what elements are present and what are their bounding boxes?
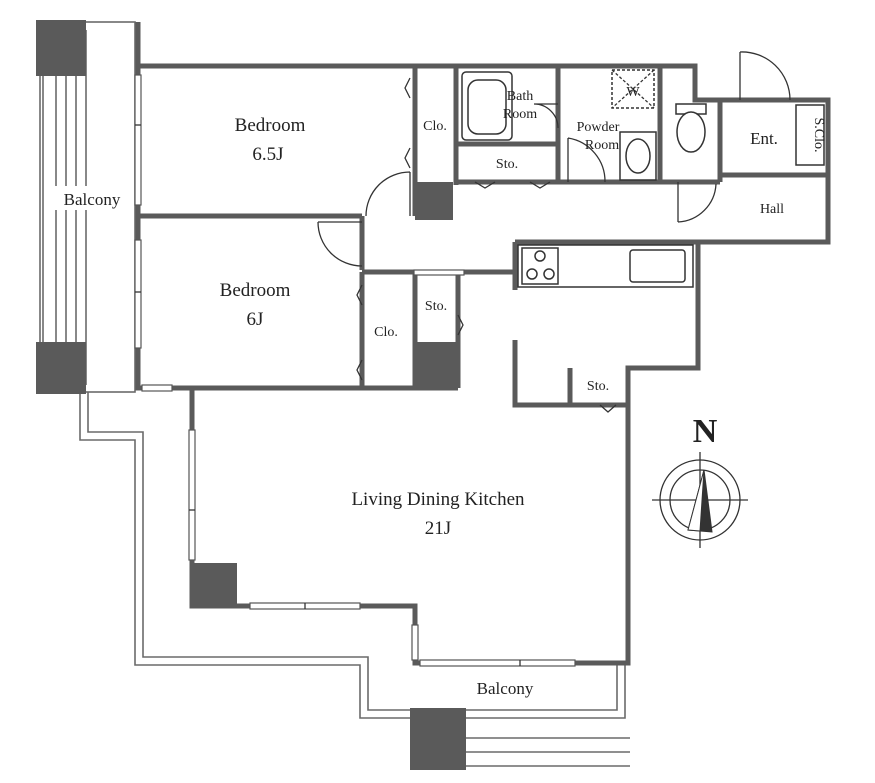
column-nw (36, 20, 86, 76)
compass-label: N (693, 413, 718, 450)
column-south (410, 708, 466, 770)
closet2-label: Clo. (374, 325, 398, 340)
window-ldk-west (188, 429, 196, 561)
bath-label-2: Room (503, 107, 537, 122)
west-balcony (39, 21, 626, 719)
doors (317, 51, 791, 413)
closet1-label: Clo. (423, 119, 447, 134)
bedroom2-size: 6J (247, 309, 264, 330)
bathtub-inner (467, 79, 507, 135)
ldk-name: Living Dining Kitchen (351, 489, 525, 510)
washbasin-bowl (625, 138, 651, 174)
column-ldk (192, 563, 237, 606)
washer-label: W (626, 85, 640, 100)
window-bedroom2 (134, 239, 142, 349)
ldk-size: 21J (425, 518, 451, 539)
shoe-closet-box (795, 104, 825, 166)
door-powder (567, 137, 606, 183)
hall-label: Hall (760, 202, 784, 217)
bedroom1-size: 6.5J (252, 144, 283, 165)
door-bedroom1 (365, 171, 411, 217)
door-sto3 (599, 404, 617, 413)
interior-walls (138, 66, 828, 408)
door-sto1 (474, 181, 551, 189)
west-balcony-label: Balcony (64, 190, 121, 209)
toilet-bowl (676, 111, 706, 153)
storage1-label: Sto. (496, 157, 518, 172)
sliding-panel (413, 269, 465, 276)
compass: N (652, 413, 748, 548)
door-closet1a (404, 77, 411, 169)
fixtures (461, 69, 825, 288)
door-bath (533, 103, 559, 129)
south-balcony-label: Balcony (477, 679, 534, 698)
entrance-label: Ent. (750, 129, 778, 148)
powder-label-2: Room (585, 138, 619, 153)
window-small (141, 384, 173, 392)
window-bedroom1 (134, 74, 142, 206)
shoe-closet-label: S.Clo. (811, 117, 826, 152)
door-sto2 (457, 314, 464, 336)
south-balcony-rails (466, 737, 630, 767)
windows (134, 74, 576, 667)
window-ldk-step (411, 624, 419, 661)
door-hall (677, 182, 717, 223)
labels: Bedroom 6.5J Bedroom 6J Living Dining Ki… (52, 85, 826, 698)
burner-3 (543, 268, 555, 280)
bedroom2-name: Bedroom (220, 280, 291, 301)
door-entrance (739, 51, 791, 101)
columns (36, 20, 466, 770)
storage3-label: Sto. (587, 379, 609, 394)
bedroom1-name: Bedroom (235, 115, 306, 136)
kitchen-sink (629, 249, 686, 283)
column-w (36, 342, 86, 394)
bath-label-1: Bath (507, 89, 533, 104)
powder-label-1: Powder (577, 120, 620, 135)
storage2-label: Sto. (425, 299, 447, 314)
door-bedroom2 (317, 221, 363, 267)
column-closet1 (415, 182, 453, 220)
door-closet2a (356, 284, 363, 381)
burner-1 (534, 250, 546, 262)
window-ldk-south2 (419, 659, 576, 667)
column-closet2 (415, 342, 458, 388)
burner-2 (526, 268, 538, 280)
